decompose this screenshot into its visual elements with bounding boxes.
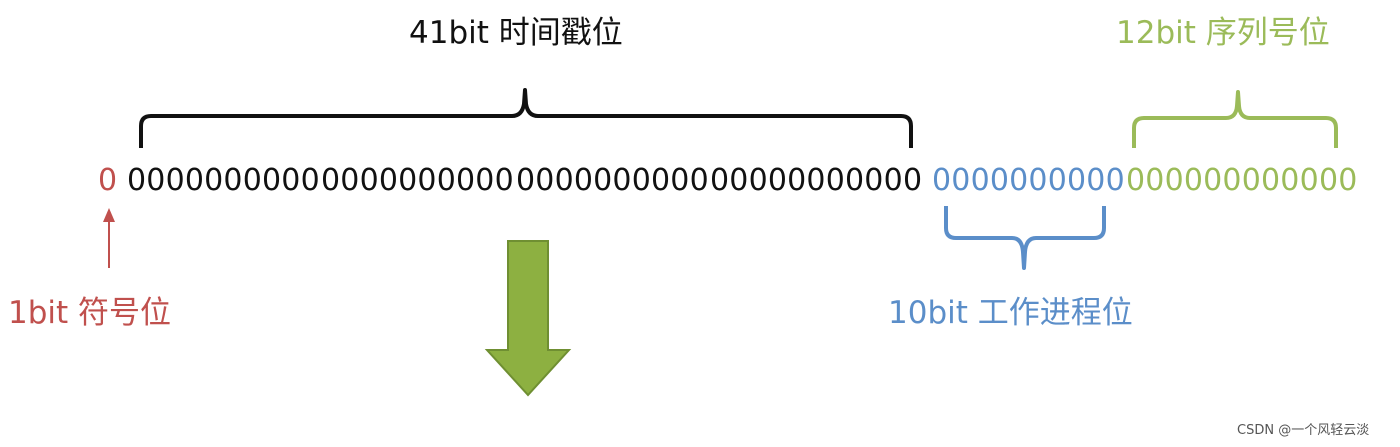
timestamp-bracket [139,88,913,148]
sequence-label: 12bit 序列号位 [1116,15,1330,51]
sequence-bracket [1132,90,1338,148]
sequence-bits-2: 00 [1319,163,1358,198]
timestamp-bits-4: 0000000000 [710,163,903,198]
down-arrow-icon [484,240,572,397]
timestamp-bits-last: 0 [903,163,923,198]
timestamp-bits-2: 0000000000 [321,163,514,198]
timestamp-bits-3: 0000000000 [516,163,709,198]
watermark-text: CSDN @一个风轻云淡 [1237,423,1370,438]
worker-bracket [944,206,1106,270]
sequence-bits-1: 0000000000 [1126,163,1319,198]
worker-label: 10bit 工作进程位 [888,295,1133,331]
timestamp-label: 41bit 时间戳位 [409,15,623,51]
sign-label: 1bit 符号位 [8,295,172,331]
sign-arrow-head [103,208,115,222]
sign-bit: 0 [98,163,118,198]
timestamp-bits-1: 0000000000 [127,163,320,198]
worker-bits: 0000000000 [932,163,1125,198]
